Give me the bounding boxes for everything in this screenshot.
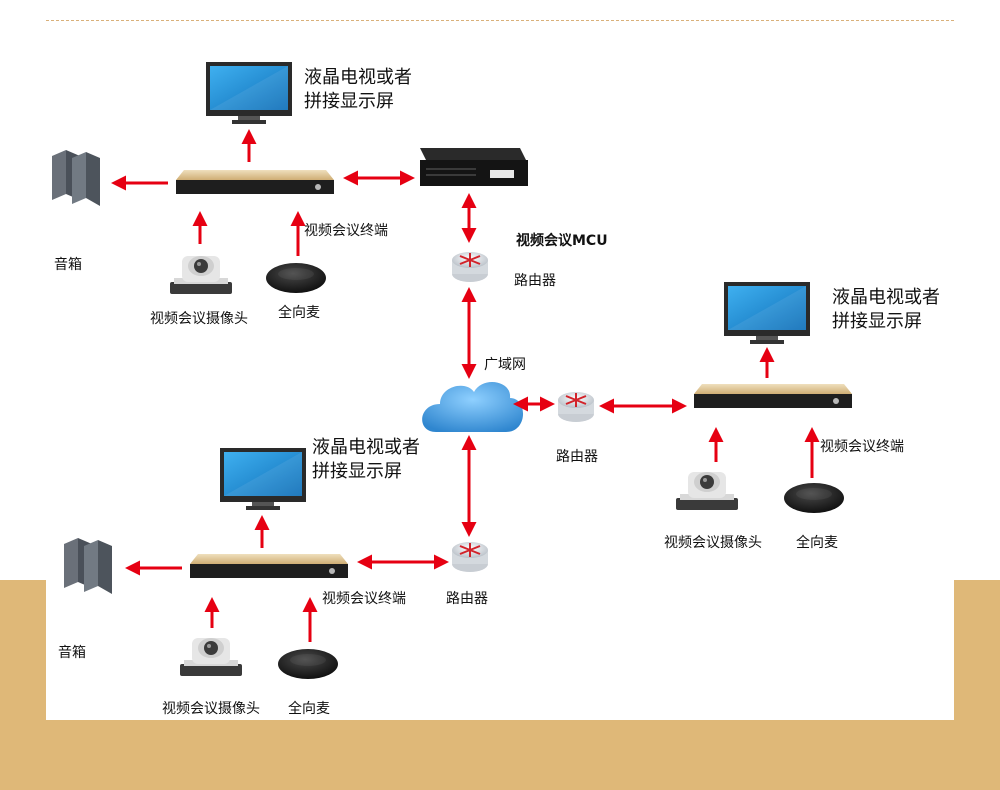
mic-right-label: 全向麦 <box>796 535 838 551</box>
router-top-label: 路由器 <box>514 273 556 289</box>
terminal-bottom-icon <box>190 554 348 578</box>
mic-bottom-icon <box>278 649 338 679</box>
camera-bottom-label: 视频会议摄像头 <box>162 701 260 717</box>
tv-right-label: 液晶电视或者 拼接显示屏 <box>832 287 940 332</box>
wan-cloud-icon <box>422 381 524 432</box>
router-middle-icon <box>557 391 595 423</box>
camera-right-icon <box>676 472 738 510</box>
speaker-bottom-icon <box>64 538 112 594</box>
tv-right-icon <box>724 282 810 344</box>
router-bottom-icon <box>451 541 489 573</box>
router-top-icon <box>451 251 489 283</box>
mic-top-icon <box>266 263 326 293</box>
camera-right-label: 视频会议摄像头 <box>664 535 762 551</box>
mic-top-label: 全向麦 <box>278 305 320 321</box>
mic-bottom-label: 全向麦 <box>288 701 330 717</box>
tv-top-icon <box>206 62 292 124</box>
camera-top-icon <box>170 256 232 294</box>
speaker-top-icon <box>52 150 100 206</box>
top-dashed-divider <box>46 20 954 21</box>
terminal-top-label: 视频会议终端 <box>304 223 388 239</box>
slide-card <box>46 0 954 720</box>
camera-bottom-icon <box>180 638 242 676</box>
router-bottom-label: 路由器 <box>446 591 488 607</box>
speaker-top-label: 音箱 <box>54 257 82 273</box>
mcu-server-icon <box>420 148 528 186</box>
speaker-bottom-label: 音箱 <box>58 645 86 661</box>
mcu-label: 视频会议MCU <box>516 233 608 249</box>
mic-right-icon <box>784 483 844 513</box>
camera-top-label: 视频会议摄像头 <box>150 311 248 327</box>
terminal-bottom-label: 视频会议终端 <box>322 591 406 607</box>
router-middle-label: 路由器 <box>556 449 598 465</box>
wan-label: 广域网 <box>484 357 526 373</box>
tv-bottom-icon <box>220 448 306 510</box>
tv-bottom-label: 液晶电视或者 拼接显示屏 <box>312 437 420 482</box>
tv-top-label: 液晶电视或者 拼接显示屏 <box>304 67 412 112</box>
terminal-top-icon <box>176 170 334 194</box>
terminal-right-label: 视频会议终端 <box>820 439 904 455</box>
terminal-right-icon <box>694 384 852 408</box>
